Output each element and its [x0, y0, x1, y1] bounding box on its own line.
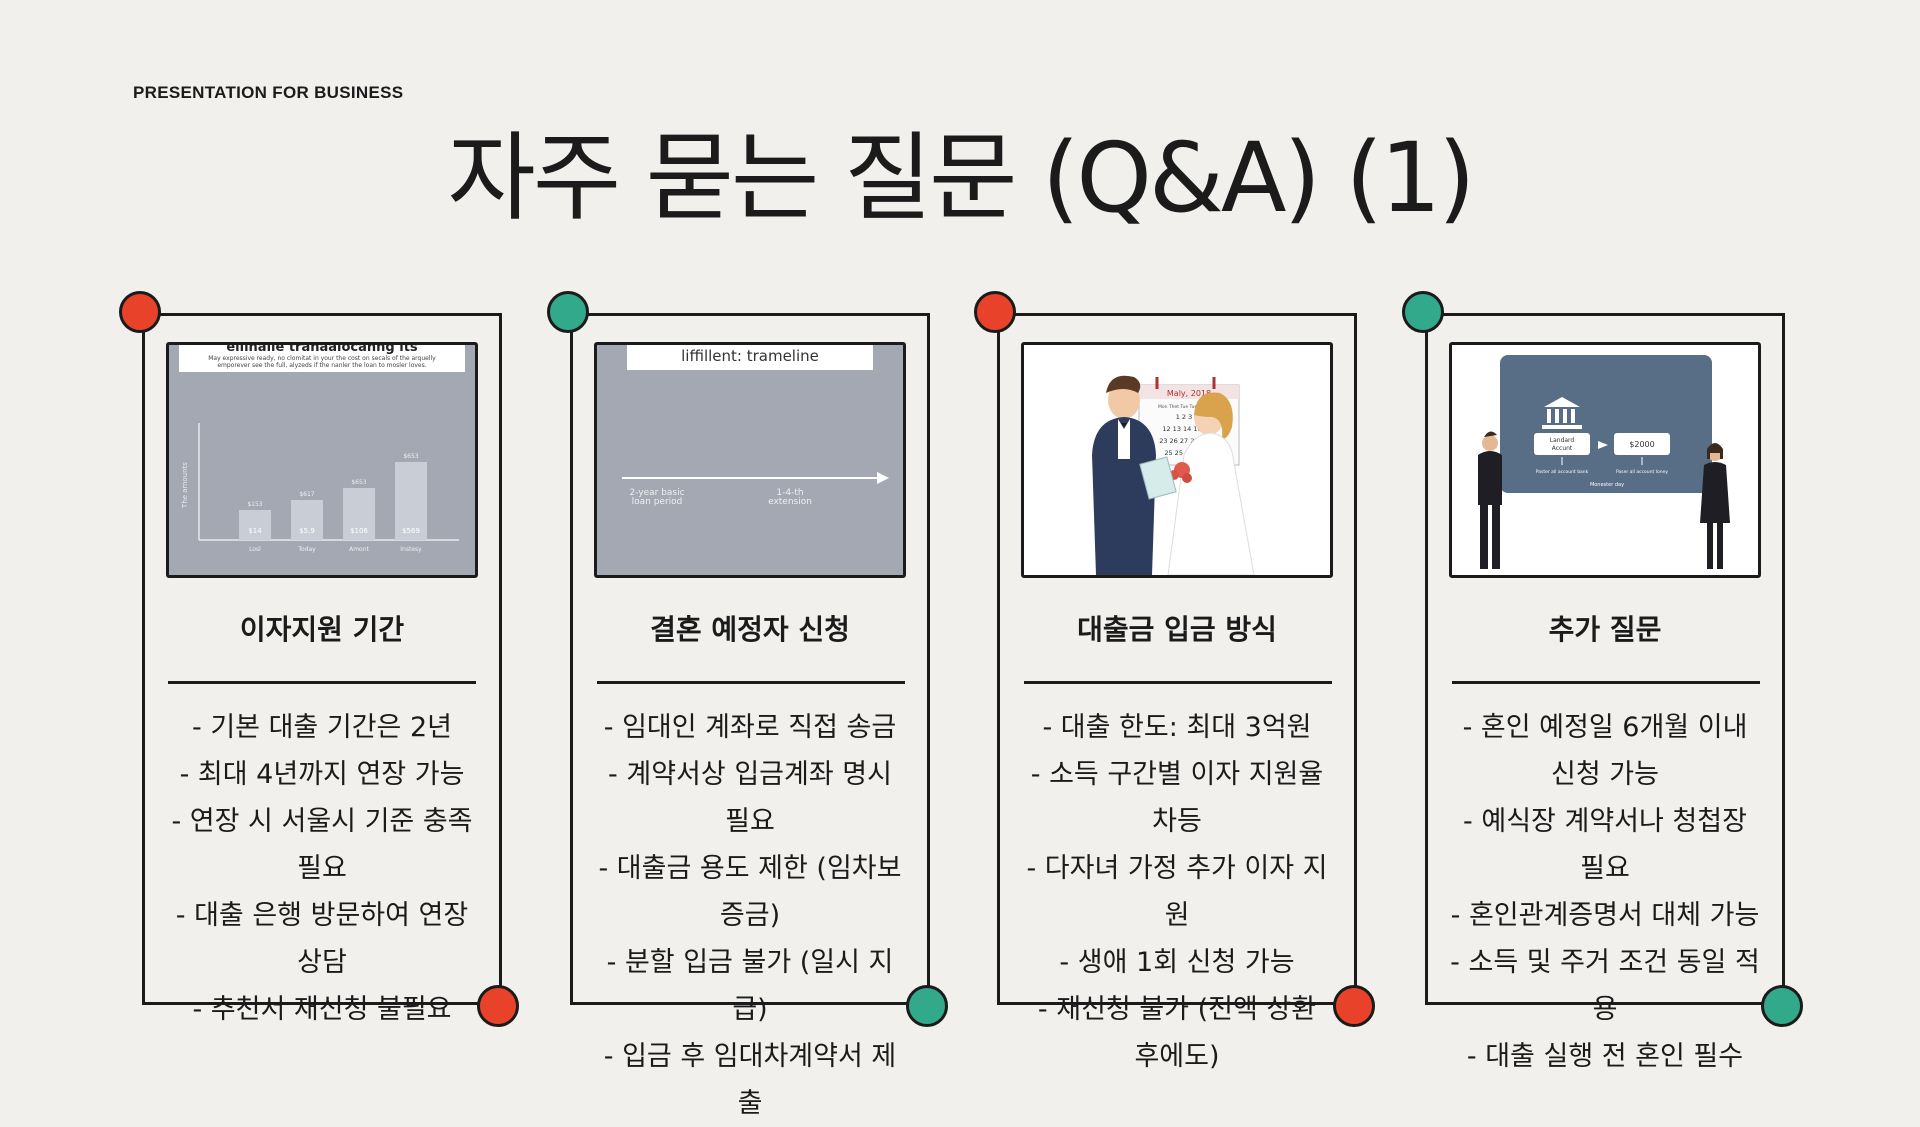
card-1-divider: [168, 681, 476, 684]
bar-chart-illustration: eliinalle tranaalocanng its May expressi…: [179, 345, 465, 553]
brand-label: PRESENTATION FOR BUSINESS: [133, 83, 404, 102]
couple-calendar-illustration: Maly, 2018 Mon Thet Tue Tuet Wsoerdy 1 2…: [1092, 375, 1255, 575]
card-4-bottom-dot: [1761, 985, 1803, 1027]
list-item: - 최대 4년까지 연장 가능: [179, 759, 465, 790]
bar-top-label: $653: [403, 453, 418, 460]
list-item: - 계약서상 입금계좌 명시 필요: [608, 759, 892, 837]
card-4-image: Landard Accunt $2000 Paster all account …: [1449, 342, 1761, 578]
flow-footer: Monester day: [1590, 482, 1624, 488]
calendar-row: 23 26 27 28 24: [1159, 437, 1209, 445]
timeline-left-1: 2-year basic: [629, 488, 684, 498]
card-2-divider: [597, 681, 905, 684]
image-caption-2: emporever see the full, alyzeds if the n…: [217, 362, 426, 369]
card-2-bottom-dot: [906, 985, 948, 1027]
list-item: - 입금 후 임대차계약서 제출: [603, 1041, 897, 1119]
calendar-row: 1 2 3: [1176, 413, 1193, 421]
list-item: - 혼인관계증명서 대체 가능: [1450, 900, 1760, 931]
card-1-bullets: - 기본 대출 기간은 2년 - 최대 4년까지 연장 가능 - 연장 시 서울…: [167, 704, 477, 1033]
calendar-month: Maly, 2018: [1167, 389, 1211, 398]
list-item: - 대출 은행 방문하여 연장 상담: [175, 900, 469, 978]
bar-value-label: $14: [248, 527, 262, 535]
bank-transfer-illustration: Landard Accunt $2000 Paster all account …: [1478, 355, 1730, 569]
calendar-row: 12 13 14 16: [1162, 425, 1201, 433]
card-3-bullets: - 대출 한도: 최대 3억원 - 소득 구간별 이자 지원율 차등 - 다자녀…: [1022, 704, 1332, 1080]
card-1-image: eliinalle tranaalocanng its May expressi…: [166, 342, 478, 578]
flow-box-left-1: Landard: [1550, 437, 1575, 444]
bank-icon: [1544, 397, 1580, 407]
page-title: 자주 묻는 질문 (Q&A) (1): [447, 122, 1476, 234]
card-4-divider: [1452, 681, 1760, 684]
card-3-image: Maly, 2018 Mon Thet Tue Tuet Wsoerdy 1 2…: [1021, 342, 1333, 578]
bar-category-label: Instesy: [400, 546, 422, 553]
list-item: - 소득 구간별 이자 지원율 차등: [1030, 759, 1324, 837]
chart-bar: [395, 462, 427, 540]
bar-top-label: $617: [299, 491, 314, 498]
list-item: - 기본 대출 기간은 2년: [192, 712, 452, 743]
list-item: - 다자녀 가정 추가 이자 지원: [1026, 853, 1328, 931]
list-item: - 임대인 계좌로 직접 송금: [603, 712, 897, 743]
chart-bar: [343, 488, 375, 540]
list-item: - 생애 1회 신청 가능: [1059, 947, 1295, 978]
card-1-top-dot: [119, 291, 161, 333]
bar-value-label: $106: [350, 527, 368, 535]
flow-sub-right: Paser all account loney: [1616, 469, 1668, 475]
card-2-title: 결혼 예정자 신청: [650, 613, 850, 646]
bar-top-label: $153: [247, 501, 262, 508]
card-3-title: 대출금 입금 방식: [1077, 613, 1277, 646]
flow-box-left-2: Accunt: [1552, 445, 1573, 452]
list-item: - 소득 및 주거 조건 동일 적용: [1450, 947, 1760, 1025]
list-item: - 예식장 계약서나 청첩장 필요: [1463, 806, 1747, 884]
list-item: - 추천서 재신청 불필요: [192, 994, 452, 1025]
timeline-right-1: 1-4-th: [776, 488, 803, 498]
card-loan-deposit: [997, 313, 1357, 1005]
image-heading: eliinalle tranaalocanng its: [226, 345, 418, 355]
bar-category-label: Amont: [349, 546, 369, 553]
card-4-top-dot: [1402, 291, 1444, 333]
card-3-divider: [1024, 681, 1332, 684]
calendar-weekdays: Mon Thet Tue Tuet Wsoerdy: [1158, 404, 1220, 410]
chart-bar: [291, 500, 323, 540]
bar-category-label: Today: [297, 546, 316, 553]
card-additional-questions: [1425, 313, 1785, 1005]
card-1-title: 이자지원 기간: [239, 613, 405, 646]
bar-value-label: $569: [402, 527, 420, 535]
y-axis-label: The amounts: [181, 462, 189, 509]
card-3-top-dot: [974, 291, 1016, 333]
card-2-bullets: - 임대인 계좌로 직접 송금 - 계약서상 입금계좌 명시 필요 - 대출금 …: [595, 704, 905, 1127]
list-item: - 혼인 예정일 6개월 이내 신청 가능: [1462, 712, 1748, 790]
list-item: - 재신청 불가 (전액 상환 후에도): [1037, 994, 1317, 1072]
card-interest-period: [142, 313, 502, 1005]
list-item: - 대출 실행 전 혼인 필수: [1466, 1041, 1744, 1072]
bar-top-label: $653: [351, 479, 366, 486]
card-3-bottom-dot: [1333, 985, 1375, 1027]
list-item: - 분할 입금 불가 (일시 지급): [606, 947, 894, 1025]
card-2-image: liffillent: trameline 2-year basic loan …: [594, 342, 906, 578]
card-marriage-applicant: [570, 313, 930, 1005]
bar-category-label: Losl: [249, 546, 261, 553]
image-heading: liffillent: trameline: [681, 347, 819, 365]
flow-sub-left: Paster all account bank: [1536, 469, 1589, 475]
list-item: - 대출 한도: 최대 3억원: [1042, 712, 1312, 743]
card-4-bullets: - 혼인 예정일 6개월 이내 신청 가능 - 예식장 계약서나 청첩장 필요 …: [1450, 704, 1760, 1080]
image-caption-1: May expressive ready, no clomitat in you…: [208, 355, 436, 362]
timeline-illustration: liffillent: trameline 2-year basic loan …: [622, 345, 889, 507]
timeline-left-2: loan period: [632, 497, 683, 507]
flow-box-right: $2000: [1629, 440, 1654, 449]
timeline-right-2: extension: [768, 497, 812, 507]
calendar-row: 25 25 28 27: [1164, 449, 1203, 457]
card-4-title: 추가 질문: [1548, 613, 1662, 646]
chart-bar: [239, 510, 271, 540]
bar-value-label: $5.9: [299, 527, 315, 535]
card-1-bottom-dot: [477, 985, 519, 1027]
card-2-top-dot: [547, 291, 589, 333]
list-item: - 대출금 용도 제한 (임차보증금): [598, 853, 902, 931]
list-item: - 연장 시 서울시 기준 충족 필요: [171, 806, 473, 884]
